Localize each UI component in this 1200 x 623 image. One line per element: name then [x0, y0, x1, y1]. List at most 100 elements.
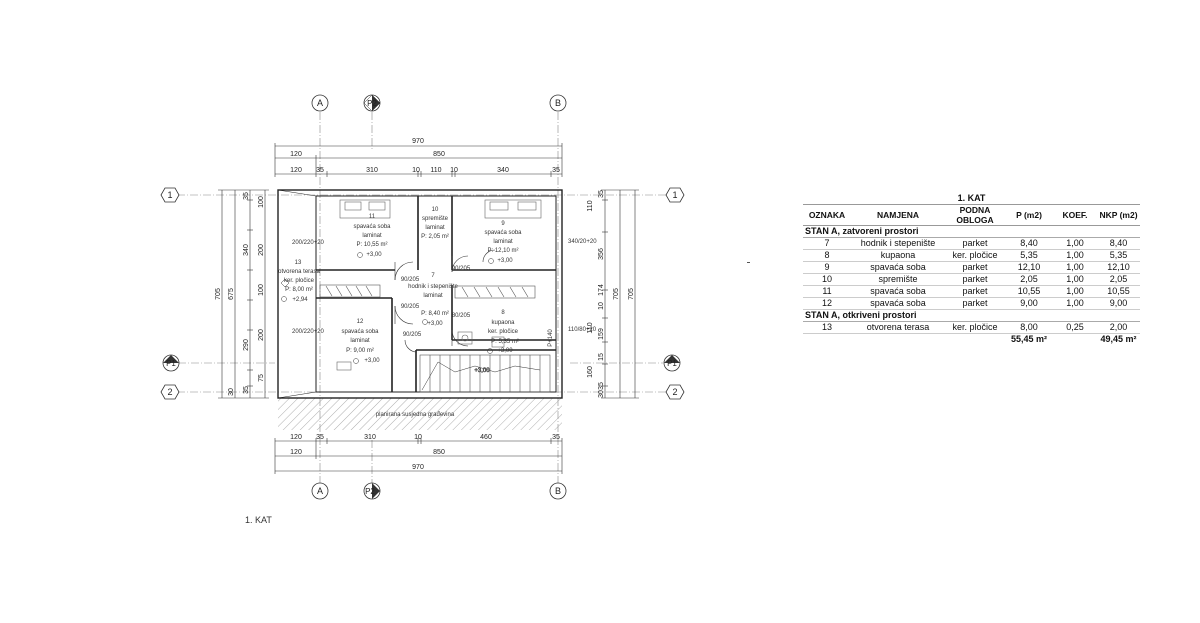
svg-text:spremište: spremište [422, 216, 449, 222]
svg-text:80/205: 80/205 [452, 313, 471, 319]
header-nkp-m2: NKP (m2) [1097, 204, 1140, 226]
svg-text:P: 10,55 m²: P: 10,55 m² [356, 242, 387, 248]
header-oznaka: OZNAKA [803, 204, 851, 226]
svg-text:705: 705 [215, 288, 222, 300]
cell-koef: 1,00 [1053, 297, 1097, 310]
cell-p: 10,55 [1005, 285, 1053, 298]
svg-text:B: B [555, 486, 561, 496]
svg-text:100: 100 [258, 196, 265, 208]
header-podna-obloga: PODNA OBLOGA [945, 204, 1005, 226]
svg-text:159: 159 [598, 328, 605, 340]
cell-oznaka: 11 [803, 285, 851, 298]
svg-text:200/220+20: 200/220+20 [292, 240, 325, 246]
svg-text:850: 850 [433, 449, 445, 456]
svg-text:100: 100 [258, 284, 265, 296]
total-nkp: 49,45 m² [1100, 334, 1137, 344]
svg-text:hodnik i stepenište: hodnik i stepenište [408, 284, 458, 290]
svg-text:160: 160 [587, 366, 594, 378]
svg-text:30: 30 [228, 388, 235, 396]
room-label-9: 9 spavaća soba laminat P: 12,10 m² +3,00 [484, 221, 522, 264]
schedule-group-row: STAN A, zatvoreni prostori [803, 225, 1140, 238]
svg-text:35: 35 [243, 386, 250, 394]
cell-koef: 0,25 [1053, 321, 1097, 334]
section-marker-p1-right: P1 [663, 354, 681, 372]
axis-hex-2-left: 2 [160, 384, 180, 400]
room-label-11: 11 spavaća soba laminat P: 10,55 m² +3,0… [353, 214, 391, 258]
svg-text:spavaća soba: spavaća soba [484, 230, 522, 236]
door-swings [394, 249, 496, 353]
svg-text:970: 970 [412, 138, 424, 145]
svg-text:2: 2 [672, 387, 677, 397]
cell-obloga: parket [945, 261, 1005, 274]
svg-text:10: 10 [412, 167, 420, 174]
svg-text:120: 120 [290, 151, 302, 158]
svg-text:P: 2,05 m²: P: 2,05 m² [421, 234, 449, 240]
svg-text:35: 35 [552, 434, 560, 441]
svg-text:120: 120 [290, 167, 302, 174]
svg-text:B: B [555, 98, 561, 108]
svg-text:P: 9,00 m²: P: 9,00 m² [346, 348, 374, 354]
door-labels: 90/205 90/205 90/205 80/205 90/205 [401, 266, 471, 338]
svg-text:10: 10 [598, 302, 605, 310]
cell-obloga: parket [945, 285, 1005, 298]
svg-text:340: 340 [497, 167, 509, 174]
svg-text:35: 35 [598, 382, 605, 390]
svg-text:P+140: P+140 [548, 329, 554, 347]
svg-text:90/205: 90/205 [401, 304, 420, 310]
svg-text:90/205: 90/205 [403, 332, 422, 338]
cell-nkp: 2,05 [1097, 273, 1140, 286]
svg-text:90/205: 90/205 [401, 277, 420, 283]
svg-text:+3,00: +3,00 [497, 258, 513, 264]
room-label-8: 8 kupaona ker. pločice P: 5,35 m² +3,00 [488, 310, 519, 354]
svg-text:spavaća soba: spavaća soba [353, 224, 391, 230]
svg-text:35: 35 [552, 167, 560, 174]
dimension-labels-left: 705 675 35 100 340 200 100 290 200 75 35… [215, 192, 265, 396]
cell-p: 12,10 [1005, 261, 1053, 274]
svg-text:35: 35 [243, 192, 250, 200]
drawing-caption: 1. KAT [245, 515, 272, 525]
cell-namjena: spavaća soba [851, 285, 945, 298]
schedule-row: 12 spavaća soba parket 9,00 1,00 9,00 [803, 297, 1140, 310]
svg-text:+3,00: +3,00 [364, 358, 380, 364]
group-label: STAN A, otkriveni prostori [803, 309, 1140, 322]
svg-text:8: 8 [501, 310, 505, 316]
cell-nkp: 5,35 [1097, 249, 1140, 262]
cell-obloga: parket [945, 273, 1005, 286]
dimension-labels-right: 35 110 356 174 10 110 159 15 160 35 30 7… [587, 190, 635, 398]
cell-p: 5,35 [1005, 249, 1053, 262]
cell-koef: 1,00 [1053, 249, 1097, 262]
svg-text:35: 35 [316, 434, 324, 441]
svg-text:ker. pločice: ker. pločice [284, 278, 315, 284]
header-p-m2: P (m2) [1005, 204, 1053, 226]
cell-namjena: spremište [851, 273, 945, 286]
svg-text:120: 120 [290, 434, 302, 441]
svg-text:75: 75 [258, 374, 265, 382]
cell-namjena: hodnik i stepenište [851, 237, 945, 250]
svg-text:850: 850 [433, 151, 445, 158]
cell-nkp: 9,00 [1097, 297, 1140, 310]
bed-room-11 [339, 199, 391, 219]
svg-text:spavaća soba: spavaća soba [341, 329, 379, 335]
staircase: +3,00 [419, 354, 551, 393]
svg-text:12: 12 [357, 319, 364, 325]
svg-text:ker. pločice: ker. pločice [488, 329, 519, 335]
dimension-lines-left [218, 189, 269, 399]
svg-text:10: 10 [432, 207, 439, 213]
cell-oznaka: 9 [803, 261, 851, 274]
svg-text:705: 705 [613, 288, 620, 300]
svg-text:+3,00: +3,00 [427, 321, 443, 327]
svg-text:P2: P2 [365, 487, 375, 496]
svg-text:310: 310 [364, 434, 376, 441]
room-schedule-table: 1. KAT OZNAKA NAMJENA PODNA OBLOGA P (m2… [803, 193, 1140, 345]
cell-p: 8,40 [1005, 237, 1053, 250]
bed-room-9 [484, 199, 542, 219]
svg-text:laminat: laminat [362, 233, 382, 239]
svg-text:340: 340 [243, 244, 250, 256]
svg-text:+3,00: +3,00 [497, 348, 513, 354]
room-label-13: 13 otvorena terasa ker. pločice P: 8,00 … [278, 260, 320, 303]
cell-nkp: 12,10 [1097, 261, 1140, 274]
svg-text:P1: P1 [166, 359, 176, 368]
svg-text:kupaona: kupaona [491, 320, 515, 326]
cell-oznaka: 12 [803, 297, 851, 310]
svg-text:laminat: laminat [425, 225, 445, 231]
